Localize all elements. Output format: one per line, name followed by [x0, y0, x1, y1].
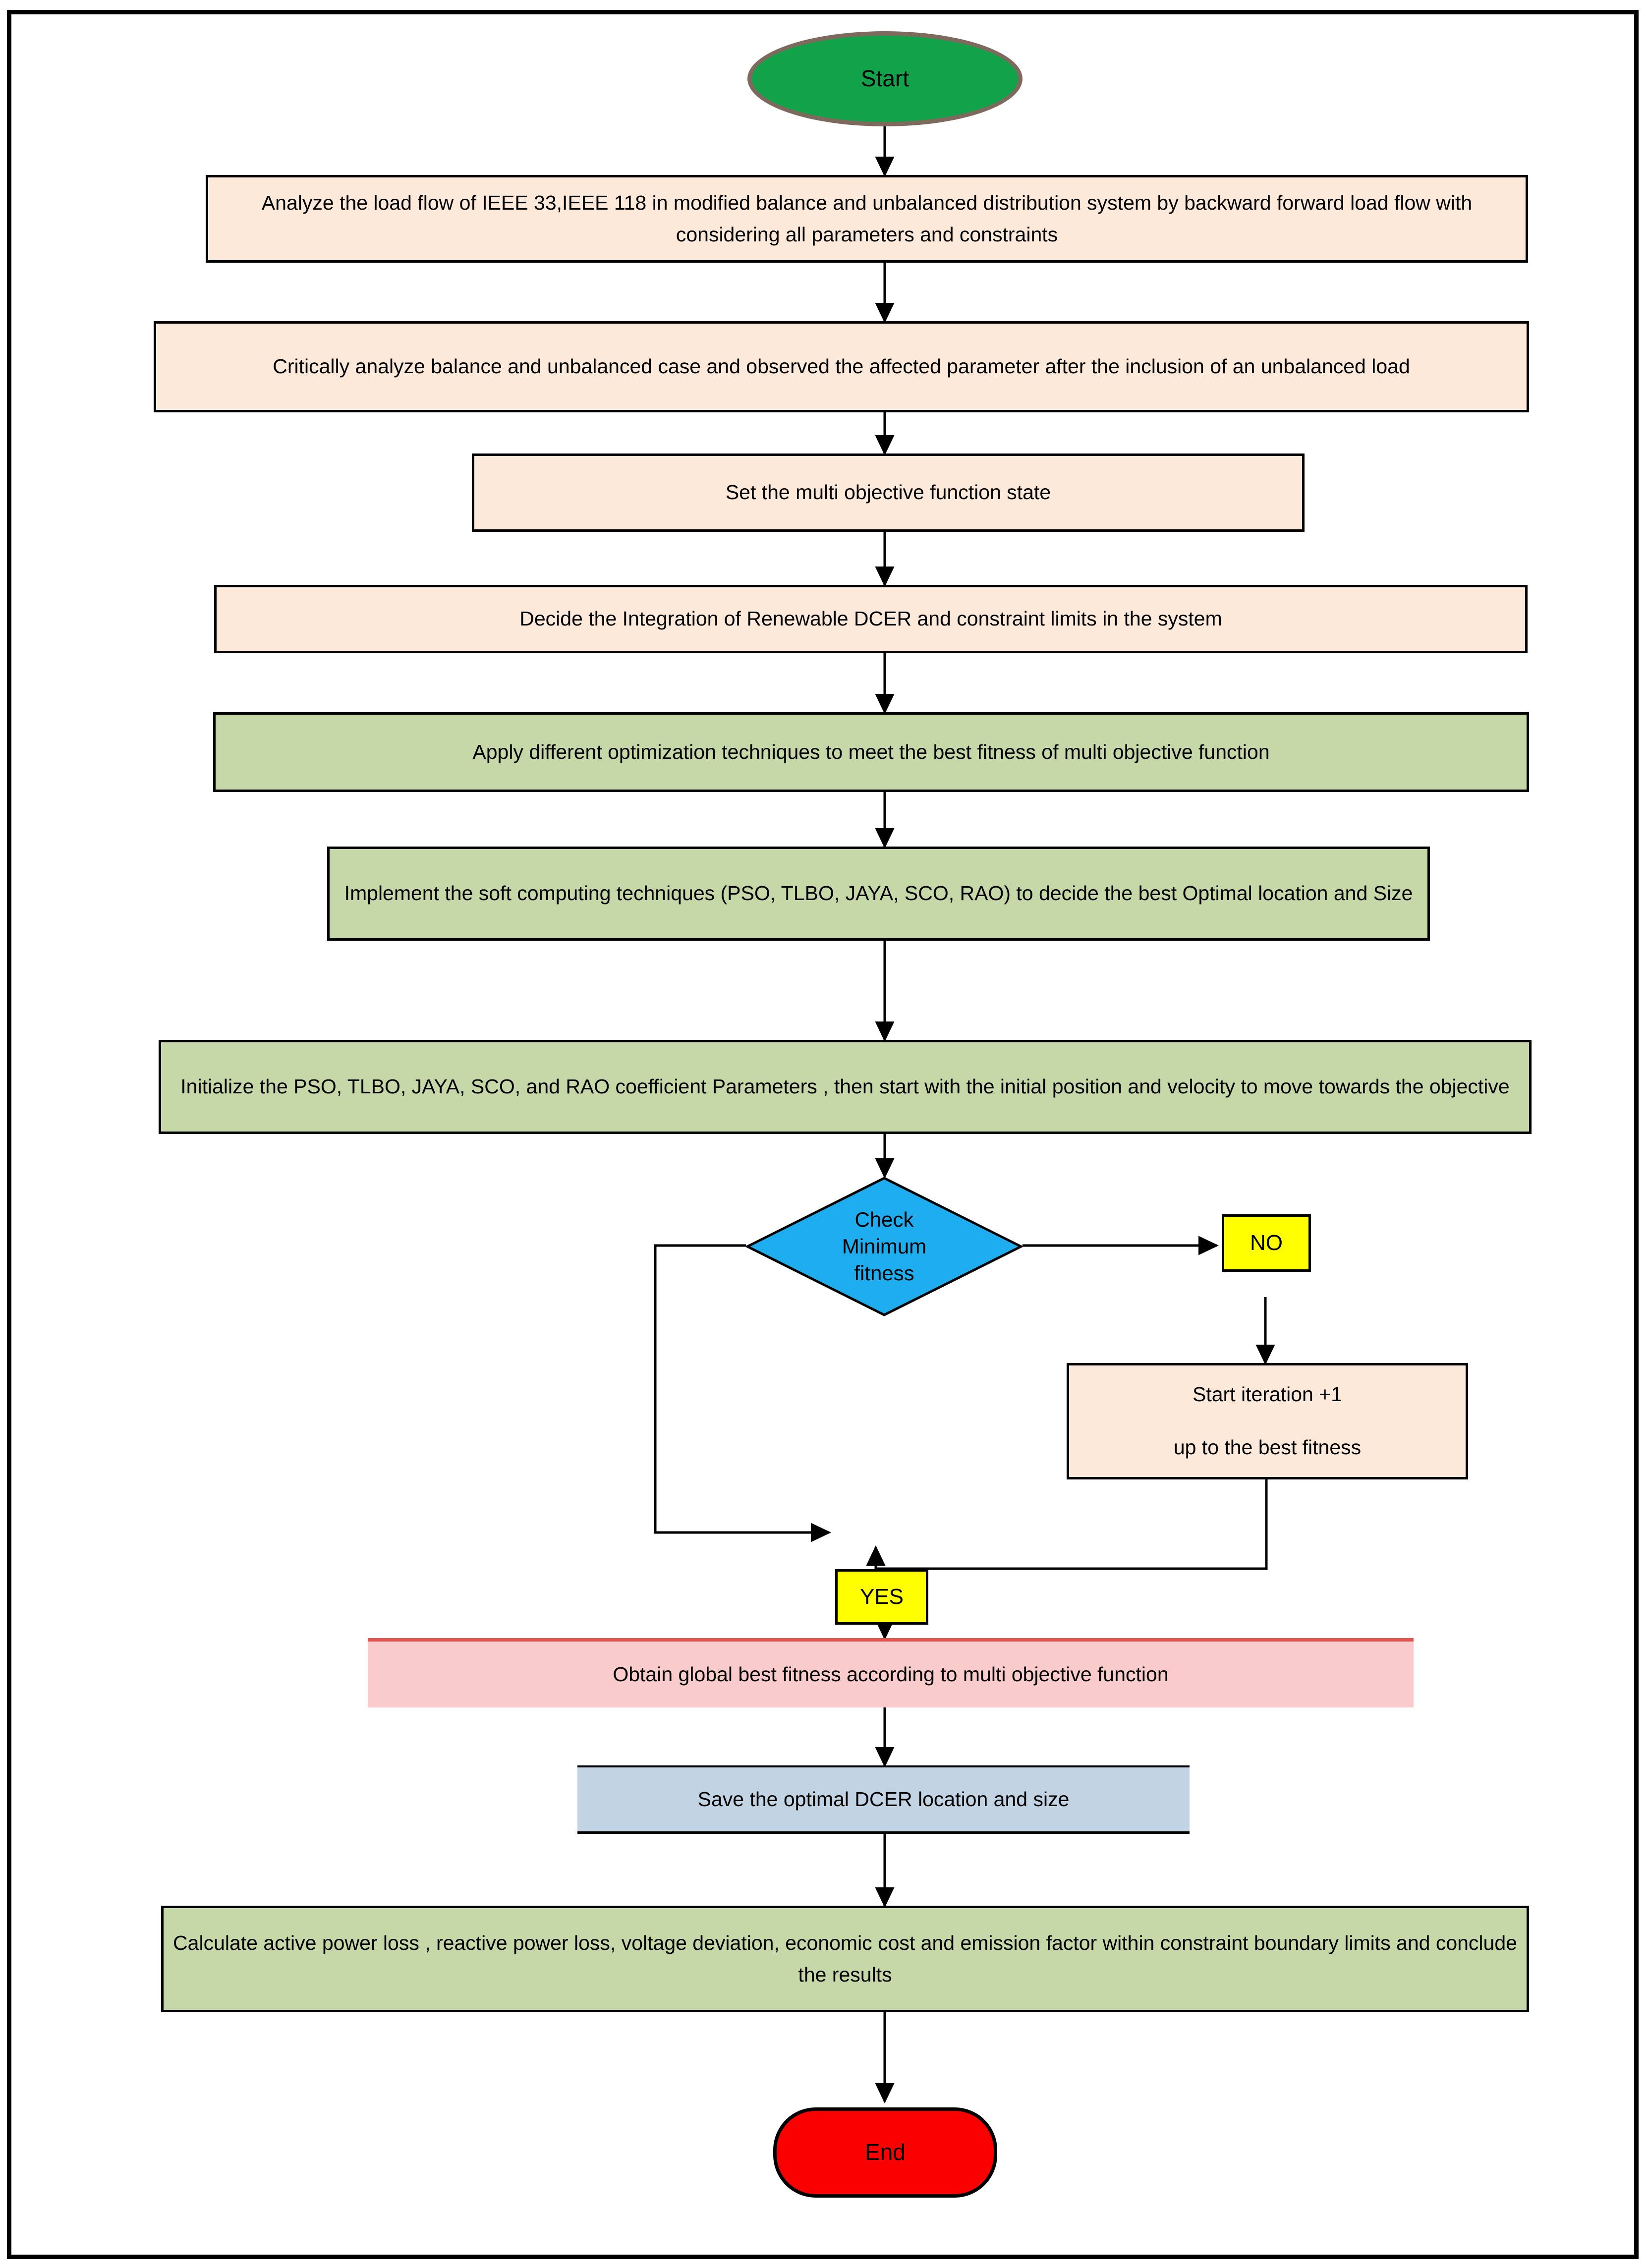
node-implement-soft-computing[interactable]: Implement the soft computing techniques …	[327, 847, 1430, 941]
node-initialize-parameters-label: Initialize the PSO, TLBO, JAYA, SCO, and…	[180, 1075, 1510, 1098]
node-set-objective-label: Set the multi objective function state	[725, 481, 1051, 504]
node-check-minimum-fitness[interactable]: Check Minimum fitness	[746, 1177, 1023, 1316]
node-obtain-global-best-label: Obtain global best fitness according to …	[613, 1662, 1169, 1686]
node-implement-soft-computing-label: Implement the soft computing techniques …	[344, 882, 1413, 905]
node-calculate-results[interactable]: Calculate active power loss , reactive p…	[161, 1906, 1529, 2012]
node-start[interactable]: Start	[747, 31, 1023, 126]
node-analyze-load-flow-label: Analyze the load flow of IEEE 33,IEEE 11…	[261, 191, 1473, 246]
node-set-objective[interactable]: Set the multi objective function state	[472, 454, 1305, 532]
node-analyze-load-flow[interactable]: Analyze the load flow of IEEE 33,IEEE 11…	[206, 175, 1528, 263]
node-start-iteration[interactable]: Start iteration +1 up to the best fitnes…	[1067, 1363, 1468, 1479]
node-no-branch[interactable]: NO	[1222, 1214, 1311, 1272]
node-calculate-results-label: Calculate active power loss , reactive p…	[173, 1931, 1517, 1986]
node-yes-branch[interactable]: YES	[835, 1569, 928, 1625]
diamond-shape	[746, 1177, 1023, 1316]
node-yes-branch-label: YES	[859, 1584, 904, 1609]
node-critically-analyze-label: Critically analyze balance and unbalance…	[273, 355, 1410, 378]
node-end-label: End	[865, 2139, 906, 2165]
node-start-label: Start	[860, 65, 909, 92]
node-decide-integration-label: Decide the Integration of Renewable DCER…	[519, 607, 1222, 630]
node-apply-optimization-label: Apply different optimization techniques …	[472, 740, 1270, 763]
node-apply-optimization[interactable]: Apply different optimization techniques …	[213, 712, 1529, 792]
node-decide-integration[interactable]: Decide the Integration of Renewable DCER…	[214, 585, 1528, 653]
node-no-branch-label: NO	[1250, 1230, 1283, 1255]
node-start-iteration-line2: up to the best fitness	[1173, 1435, 1362, 1459]
node-critically-analyze[interactable]: Critically analyze balance and unbalance…	[154, 321, 1529, 412]
node-obtain-global-best[interactable]: Obtain global best fitness according to …	[368, 1638, 1414, 1707]
node-save-optimal[interactable]: Save the optimal DCER location and size	[577, 1765, 1190, 1834]
node-end[interactable]: End	[773, 2107, 997, 2198]
node-start-iteration-line1: Start iteration +1	[1193, 1383, 1342, 1406]
node-initialize-parameters[interactable]: Initialize the PSO, TLBO, JAYA, SCO, and…	[159, 1040, 1532, 1134]
node-save-optimal-label: Save the optimal DCER location and size	[697, 1787, 1070, 1811]
diagram-border	[7, 10, 1639, 2259]
